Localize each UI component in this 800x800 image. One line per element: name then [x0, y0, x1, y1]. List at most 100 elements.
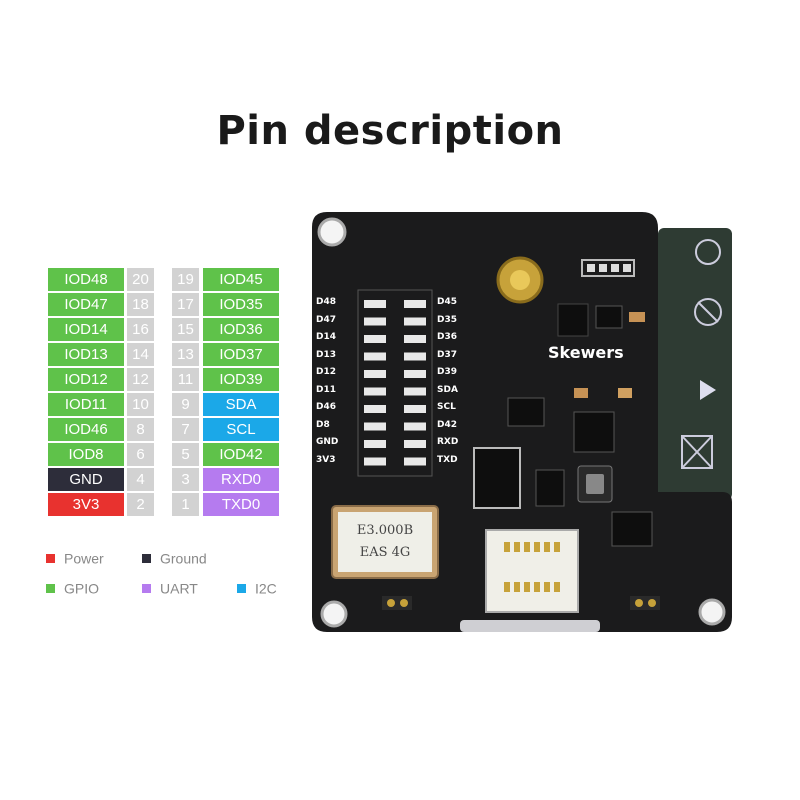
board-illustration: E3.000B EAS 4G — [312, 212, 732, 632]
pin-left-name: GND — [48, 468, 124, 491]
pin-right-number: 9 — [172, 393, 199, 416]
header-pad-left — [364, 352, 386, 361]
fpc-pin — [544, 542, 550, 552]
antenna-sticker — [658, 228, 732, 500]
fpc-connector — [485, 529, 579, 613]
usb-port — [460, 620, 600, 632]
silk-label-left: D14 — [316, 332, 336, 342]
header-pad-right — [404, 405, 426, 413]
legend-gpio-label: GPIO — [64, 580, 100, 597]
legend-ground: Ground — [142, 549, 207, 566]
silk-label-left: D11 — [316, 384, 336, 395]
pin-right-name: IOD37 — [203, 343, 279, 366]
pin-right-name: IOD42 — [203, 443, 279, 466]
silk-label-right: SDA — [437, 384, 458, 395]
pin-left-name: IOD8 — [48, 443, 124, 466]
header-pad-right — [404, 370, 426, 378]
header-pad-right — [404, 300, 426, 308]
gpio-swatch — [46, 583, 55, 593]
pin-left-number: 10 — [127, 393, 154, 416]
pin-right-number: 11 — [172, 368, 199, 391]
silk-label-left: D12 — [316, 367, 336, 377]
pin-right-name: IOD45 — [203, 268, 279, 291]
mount-hole — [317, 217, 347, 247]
page-title: Pin description — [216, 108, 564, 154]
pin-left-name: 3V3 — [48, 493, 124, 516]
legend-gpio: GPIO — [46, 579, 99, 596]
silk-label-right: D45 — [437, 297, 457, 307]
fpc-pin — [544, 582, 550, 592]
silk-label-right: D36 — [437, 332, 457, 342]
fpc-pin — [524, 582, 530, 592]
silk-label-right: D39 — [437, 367, 457, 377]
pin-right-name: IOD35 — [203, 293, 279, 316]
pin-left-name: IOD14 — [48, 318, 124, 341]
pin-left-name: IOD46 — [48, 418, 124, 441]
legend-uart-label: UART — [160, 580, 198, 597]
silk-label-left: GND — [316, 437, 339, 447]
pin-right-number: 1 — [172, 493, 199, 516]
pin-left-number: 14 — [127, 343, 154, 366]
pin-left-number: 8 — [127, 418, 154, 441]
silk-label-right: RXD — [437, 437, 459, 447]
header-pad-right — [404, 422, 426, 431]
pin-left-name: IOD13 — [48, 343, 124, 366]
skewers-label: Skewers — [548, 343, 624, 362]
pin-right-name: IOD39 — [203, 368, 279, 391]
pin-left-number: 2 — [127, 493, 154, 516]
crystal-text-2: EAS 4G — [360, 545, 411, 560]
silk-label-right: D37 — [437, 349, 457, 360]
header-pad-left — [364, 335, 386, 343]
header-pad-right — [404, 457, 426, 466]
legend-uart: UART — [142, 579, 198, 596]
pin-right-number: 17 — [172, 293, 199, 316]
pin-left-name: IOD11 — [48, 393, 124, 416]
fpc-pin — [514, 542, 520, 552]
silk-label-left: 3V3 — [316, 454, 336, 465]
fpc-pin — [554, 582, 560, 592]
pin-left-number: 16 — [127, 318, 154, 341]
fpc-pin — [514, 582, 520, 592]
header-pad-left — [364, 440, 386, 448]
pin-left-number: 20 — [127, 268, 154, 291]
fpc-pin — [504, 582, 510, 592]
header-pad-right — [404, 335, 426, 343]
pin-right-name: SCL — [203, 418, 279, 441]
pin-right-name: TXD0 — [203, 493, 279, 516]
pin-left-name: IOD48 — [48, 268, 124, 291]
pin-right-name: IOD36 — [203, 318, 279, 341]
header-pad-left — [364, 457, 386, 466]
legend-i2c: I2C — [237, 579, 277, 596]
legend-i2c-label: I2C — [255, 580, 277, 597]
pin-left-number: 18 — [127, 293, 154, 316]
mount-hole — [320, 600, 348, 628]
pin-right-name: SDA — [203, 393, 279, 416]
header-pad-left — [364, 370, 386, 378]
mount-hole — [698, 598, 726, 626]
pin-right-number: 13 — [172, 343, 199, 366]
i2c-swatch — [237, 583, 246, 593]
legend-power-label: Power — [64, 550, 104, 567]
header-pad-left — [364, 387, 386, 396]
uart-swatch — [142, 583, 151, 593]
pin-left-number: 12 — [127, 368, 154, 391]
pin-right-number: 19 — [172, 268, 199, 291]
pin-right-name: RXD0 — [203, 468, 279, 491]
crystal-text-1: E3.000B — [357, 523, 413, 538]
silk-label-right: TXD — [437, 454, 458, 465]
pin-left-number: 4 — [127, 468, 154, 491]
header-pad-right — [404, 317, 426, 326]
pin-right-number: 3 — [172, 468, 199, 491]
header-pad-right — [404, 440, 426, 448]
fpc-pin — [534, 542, 540, 552]
silk-label-right: D35 — [437, 314, 457, 325]
fpc-pin — [504, 542, 510, 552]
fpc-pin — [534, 582, 540, 592]
